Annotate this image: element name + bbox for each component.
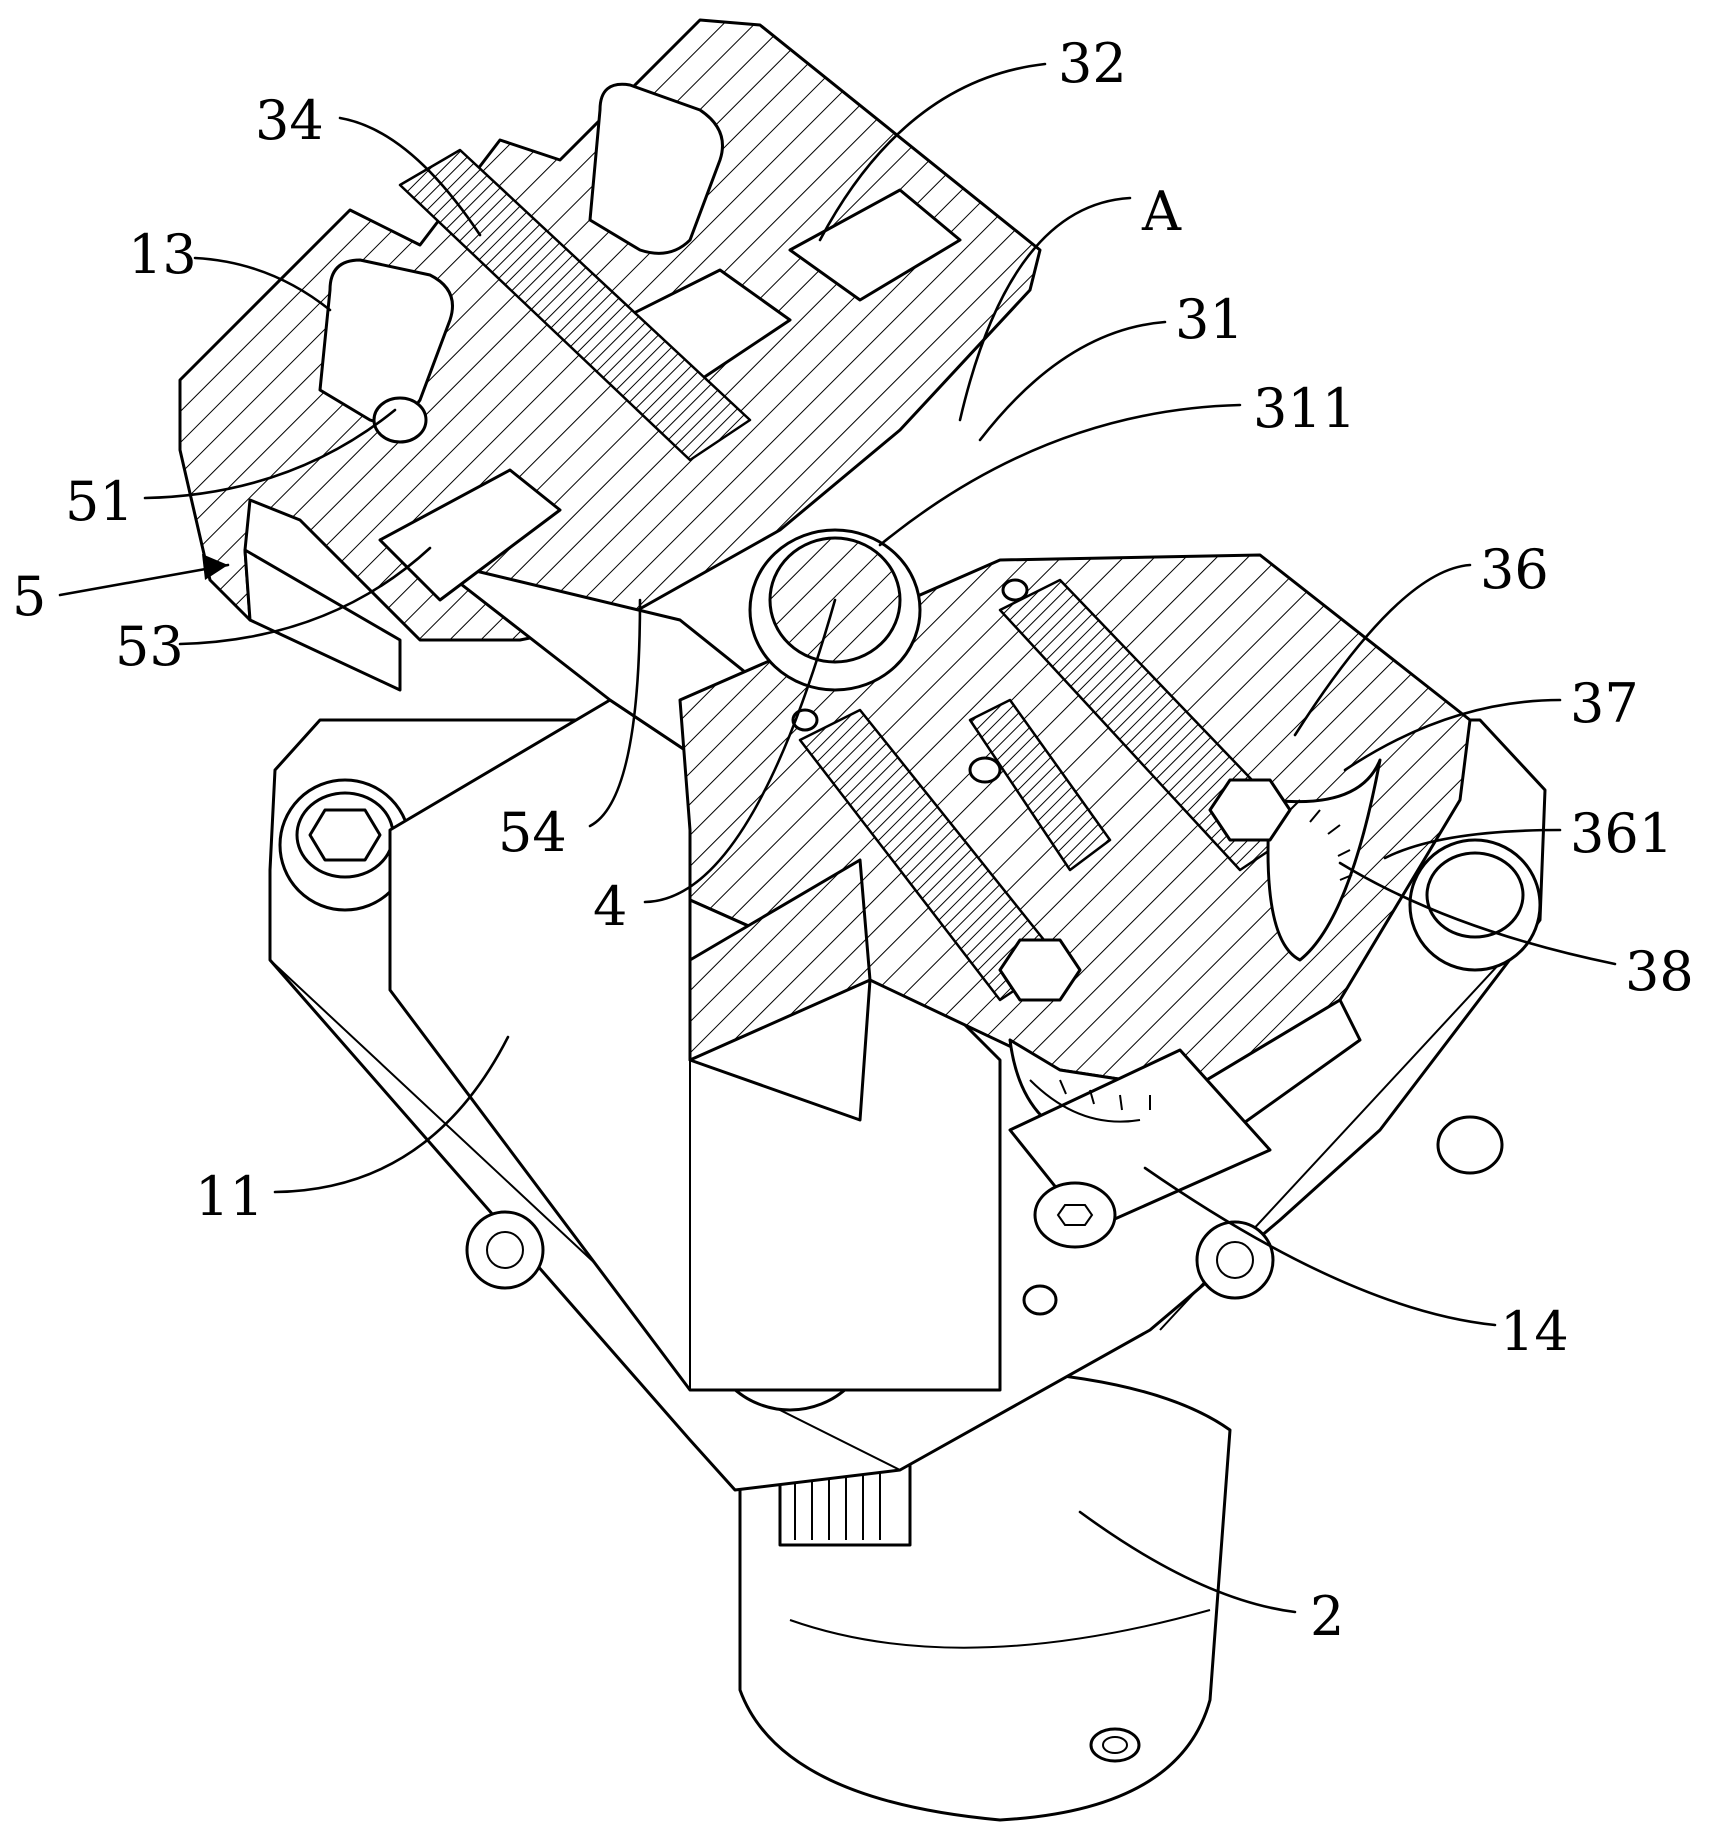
- label-14: 14: [1500, 1300, 1569, 1363]
- label-37: 37: [1570, 672, 1639, 735]
- label-53: 53: [115, 615, 184, 678]
- label-5: 5: [12, 565, 46, 628]
- label-51: 51: [65, 470, 134, 533]
- label-311: 311: [1253, 377, 1356, 440]
- label-36: 36: [1480, 538, 1549, 601]
- label-11: 11: [195, 1165, 264, 1228]
- label-38: 38: [1625, 940, 1694, 1003]
- label-4: 4: [593, 875, 627, 938]
- label-A: A: [1141, 180, 1182, 243]
- label-31: 31: [1175, 288, 1244, 351]
- label-361: 361: [1570, 802, 1673, 865]
- label-2: 2: [1310, 1585, 1344, 1648]
- label-34: 34: [255, 89, 324, 152]
- label-32: 32: [1058, 32, 1127, 95]
- label-13: 13: [128, 223, 197, 286]
- label-54: 54: [498, 801, 567, 864]
- bolt-right: [1410, 840, 1540, 970]
- center-shaft-4: [750, 530, 920, 690]
